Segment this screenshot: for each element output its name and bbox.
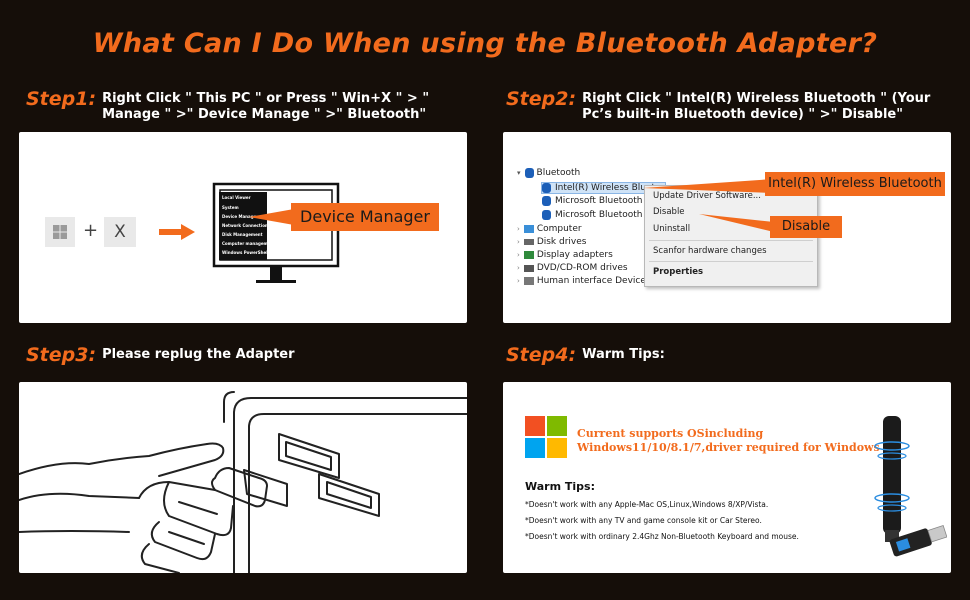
- x-key: X: [104, 217, 136, 247]
- windows-logo-icon: [525, 416, 567, 458]
- bluetooth-icon: [542, 196, 551, 206]
- step4-text: Warm Tips:: [582, 347, 665, 362]
- menu-item: Windows PowerShell: [222, 250, 269, 255]
- winx-menu: Local Viewer System Device Manager Netwo…: [219, 192, 275, 260]
- tree-display-adapters[interactable]: › Display adapters: [517, 250, 613, 260]
- tree-computer[interactable]: › Computer: [517, 224, 582, 234]
- device-manager-callout: Device Manager: [291, 203, 439, 231]
- step3-label: Step3:: [26, 344, 97, 366]
- menu-item: Disk Management: [222, 232, 263, 237]
- tip-item: *Doesn't work with ordinary 2.4Ghz Non-B…: [525, 532, 799, 541]
- menu-disable[interactable]: Disable: [653, 207, 685, 217]
- step1-panel: + X Local Viewer System Device Manager N…: [19, 132, 467, 323]
- menu-scan-hardware[interactable]: Scanfor hardware changes: [653, 246, 767, 256]
- step1-text: Right Click " This PC " or Press " Win+X…: [102, 91, 430, 122]
- chevron-down-icon: ▾: [517, 169, 521, 177]
- callout-pointer: [643, 179, 773, 193]
- tree-microsoft-bluetooth-e[interactable]: Microsoft Bluetooth E: [542, 196, 651, 206]
- arrow-right-icon: [159, 224, 195, 240]
- tip-item: *Doesn't work with any TV and game conso…: [525, 516, 762, 525]
- chevron-right-icon: ›: [517, 238, 520, 246]
- intel-bluetooth-callout: Intel(R) Wireless Bluetooth: [765, 172, 945, 196]
- bluetooth-icon: [542, 210, 551, 220]
- menu-item: Computer management: [222, 241, 276, 246]
- step3-panel: [19, 382, 467, 573]
- tree-dvd-cdrom-drives[interactable]: › DVD/CD-ROM drives: [517, 263, 628, 273]
- menu-properties[interactable]: Properties: [653, 267, 704, 277]
- windows-key: [45, 217, 75, 247]
- step2-label: Step2:: [506, 88, 577, 110]
- disable-callout: Disable: [770, 216, 842, 238]
- warm-tips-title: Warm Tips:: [525, 480, 595, 493]
- step4-header: Step4: Warm Tips:: [506, 344, 665, 366]
- menu-item: System: [222, 205, 239, 210]
- tree-bluetooth[interactable]: ▾ Bluetooth: [517, 168, 581, 178]
- menu-item: Local Viewer: [222, 195, 251, 200]
- tip-item: *Doesn't work with any Apple-Mac OS,Linu…: [525, 500, 769, 509]
- step1-label: Step1:: [26, 88, 97, 110]
- bluetooth-icon: [524, 168, 534, 178]
- chevron-right-icon: ›: [517, 277, 520, 285]
- step1-header: Step1: Right Click " This PC " or Press …: [26, 88, 466, 123]
- plus-sign: +: [83, 220, 99, 241]
- os-support-line2: Windows11/10/8.1/7,driver required for W…: [577, 441, 896, 454]
- menu-divider: [649, 240, 813, 241]
- hid-icon: [523, 277, 534, 285]
- disk-icon: [523, 239, 534, 245]
- menu-uninstall[interactable]: Uninstall: [653, 224, 691, 234]
- bluetooth-icon: [542, 183, 551, 193]
- display-adapter-icon: [523, 251, 534, 259]
- bluetooth-adapter-icon: [874, 416, 947, 557]
- menu-item: Network Connections: [222, 223, 271, 228]
- step3-header: Step3: Please replug the Adapter: [26, 344, 295, 366]
- step2-text: Right Click " Intel(R) Wireless Bluetoot…: [582, 91, 931, 122]
- chevron-right-icon: ›: [517, 251, 520, 259]
- tree-human-interface-devices[interactable]: › Human interface Devices: [517, 276, 651, 286]
- step3-text: Please replug the Adapter: [102, 347, 295, 362]
- dvd-icon: [523, 264, 534, 272]
- os-support-line1: Current supports OSincluding: [577, 427, 764, 440]
- chevron-right-icon: ›: [517, 264, 520, 272]
- menu-divider: [649, 261, 813, 262]
- tree-microsoft-bluetooth-l[interactable]: Microsoft Bluetooth L: [542, 210, 650, 220]
- step2-header: Step2: Right Click " Intel(R) Wireless B…: [506, 88, 946, 123]
- menu-update-driver[interactable]: Update Driver Software...: [653, 191, 761, 201]
- menu-item-device-manager: Device Manager: [222, 214, 259, 219]
- callout-pointer: [249, 209, 294, 225]
- callout-pointer: [699, 214, 774, 232]
- computer-icon: [523, 225, 534, 233]
- chevron-right-icon: ›: [517, 225, 520, 233]
- step4-panel: Current supports OSincluding Windows11/1…: [503, 382, 951, 573]
- tree-disk-drives[interactable]: › Disk drives: [517, 237, 587, 247]
- page-title: What Can I Do When using the Bluetooth A…: [92, 28, 878, 59]
- step2-panel: ▾ Bluetooth Intel(R) Wireless Blueto Mic…: [503, 132, 951, 323]
- windows-logo-icon: [53, 225, 67, 239]
- tree-intel-wireless-bluetooth[interactable]: Intel(R) Wireless Blueto: [541, 182, 666, 194]
- replug-illustration: [19, 391, 467, 573]
- step4-label: Step4:: [506, 344, 577, 366]
